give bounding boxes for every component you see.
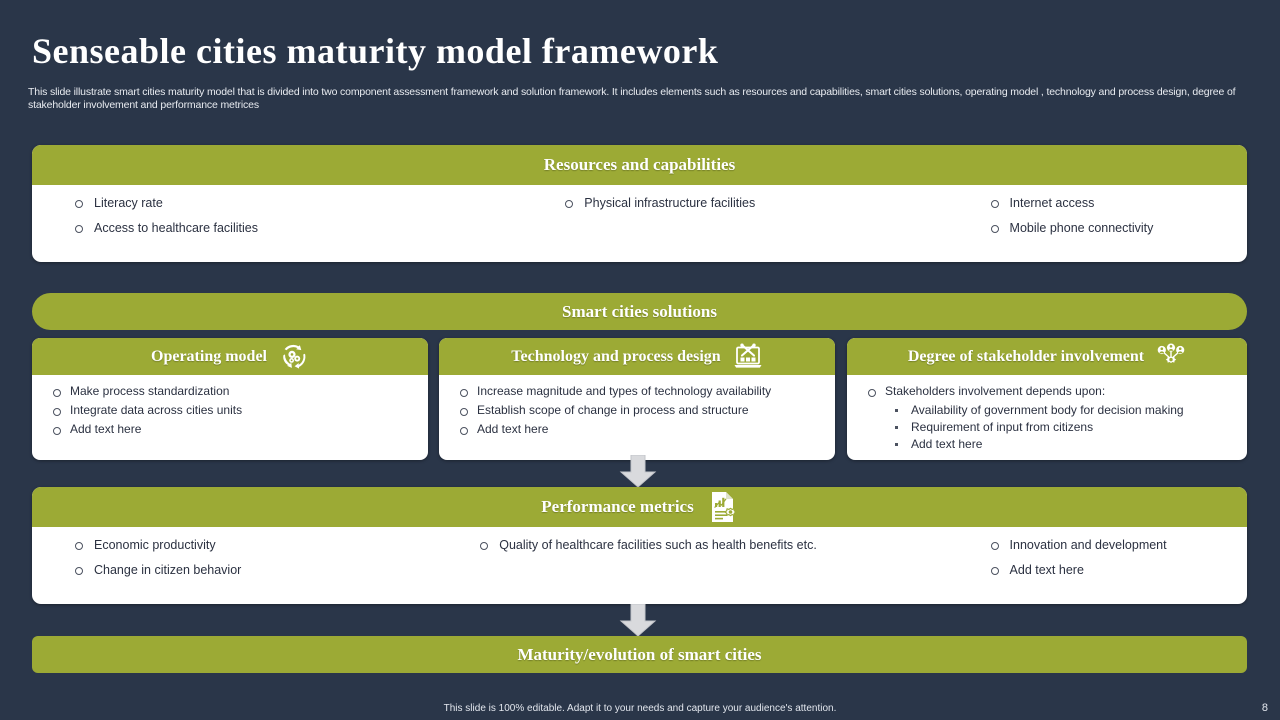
- performance-body: Economic productivity Change in citizen …: [32, 527, 1247, 604]
- down-arrow-to-maturity-icon: [617, 603, 659, 637]
- list-item: Availability of government body for deci…: [889, 402, 1237, 419]
- list-item: Integrate data across cities units: [46, 402, 418, 419]
- list-item: Establish scope of change in process and…: [453, 402, 825, 419]
- operating-model-body: Make process standardization Integrate d…: [32, 375, 428, 446]
- stakeholder-heading: Degree of stakeholder involvement: [907, 347, 1145, 365]
- list-item: Internet access: [988, 195, 1247, 211]
- resources-header-bar: Resources and capabilities: [32, 145, 1247, 185]
- resources-and-capabilities-card: Resources and capabilities Literacy rate…: [32, 145, 1247, 262]
- technology-body: Increase magnitude and types of technolo…: [439, 375, 835, 446]
- laptop-tools-icon: [733, 343, 763, 371]
- resources-body: Literacy rate Access to healthcare facil…: [32, 185, 1247, 262]
- technology-header-bar: Technology and process design: [439, 338, 835, 375]
- people-network-gear-icon: [1156, 343, 1186, 371]
- list-item: Literacy rate: [72, 195, 542, 211]
- resources-column-3: Internet access Mobile phone connectivit…: [968, 195, 1247, 262]
- footer-note: This slide is 100% editable. Adapt it to…: [443, 703, 837, 714]
- list-item: Stakeholders involvement depends upon:: [861, 383, 1237, 400]
- maturity-evolution-bar: Maturity/evolution of smart cities: [32, 636, 1247, 673]
- technology-process-design-panel: Technology and process design: [439, 338, 835, 460]
- list-item: Innovation and development: [988, 537, 1247, 553]
- resources-heading: Resources and capabilities: [543, 155, 736, 174]
- list-item: Add text here: [988, 562, 1247, 578]
- gears-cycle-icon: [279, 343, 309, 371]
- list-item: Increase magnitude and types of technolo…: [453, 383, 825, 400]
- operating-model-header-bar: Operating model: [32, 338, 428, 375]
- down-arrow-to-performance-icon: [617, 454, 659, 488]
- maturity-heading: Maturity/evolution of smart cities: [517, 644, 762, 664]
- list-item: Add text here: [889, 436, 1237, 453]
- stakeholder-involvement-panel: Degree of stakeholder involvement: [847, 338, 1247, 460]
- list-item: Requirement of input from citizens: [889, 419, 1237, 436]
- list-item: Mobile phone connectivity: [988, 220, 1247, 236]
- performance-header-bar: Performance metrics: [32, 487, 1247, 527]
- performance-metrics-card: Performance metrics: [32, 487, 1247, 604]
- list-item: Make process standardization: [46, 383, 418, 400]
- smart-cities-solutions-bar: Smart cities solutions: [32, 293, 1247, 330]
- resources-column-1: Literacy rate Access to healthcare facil…: [32, 195, 542, 262]
- performance-column-2: Quality of healthcare facilities such as…: [457, 537, 967, 604]
- operating-model-panel: Operating model: [32, 338, 428, 460]
- slide-subtitle: This slide illustrate smart cities matur…: [28, 86, 1236, 111]
- list-item: Physical infrastructure facilities: [562, 195, 967, 211]
- list-item: Economic productivity: [72, 537, 457, 553]
- smart-cities-solutions-heading: Smart cities solutions: [562, 301, 717, 321]
- stakeholder-body: Stakeholders involvement depends upon: A…: [847, 375, 1247, 459]
- performance-column-1: Economic productivity Change in citizen …: [32, 537, 457, 604]
- stakeholder-header-bar: Degree of stakeholder involvement: [847, 338, 1247, 375]
- list-item: Change in citizen behavior: [72, 562, 457, 578]
- operating-model-heading: Operating model: [151, 347, 267, 365]
- page-number: 8: [1261, 702, 1268, 714]
- page-title: Senseable cities maturity model framewor…: [32, 31, 719, 71]
- performance-column-3: Innovation and development Add text here: [968, 537, 1247, 604]
- list-item: Access to healthcare facilities: [72, 220, 542, 236]
- performance-heading: Performance metrics: [541, 497, 694, 516]
- list-item: Add text here: [453, 421, 825, 438]
- list-item: Add text here: [46, 421, 418, 438]
- resources-column-2: Physical infrastructure facilities: [542, 195, 967, 262]
- list-item: Quality of healthcare facilities such as…: [477, 537, 967, 553]
- document-chart-gear-icon: [708, 491, 738, 523]
- technology-heading: Technology and process design: [511, 347, 721, 365]
